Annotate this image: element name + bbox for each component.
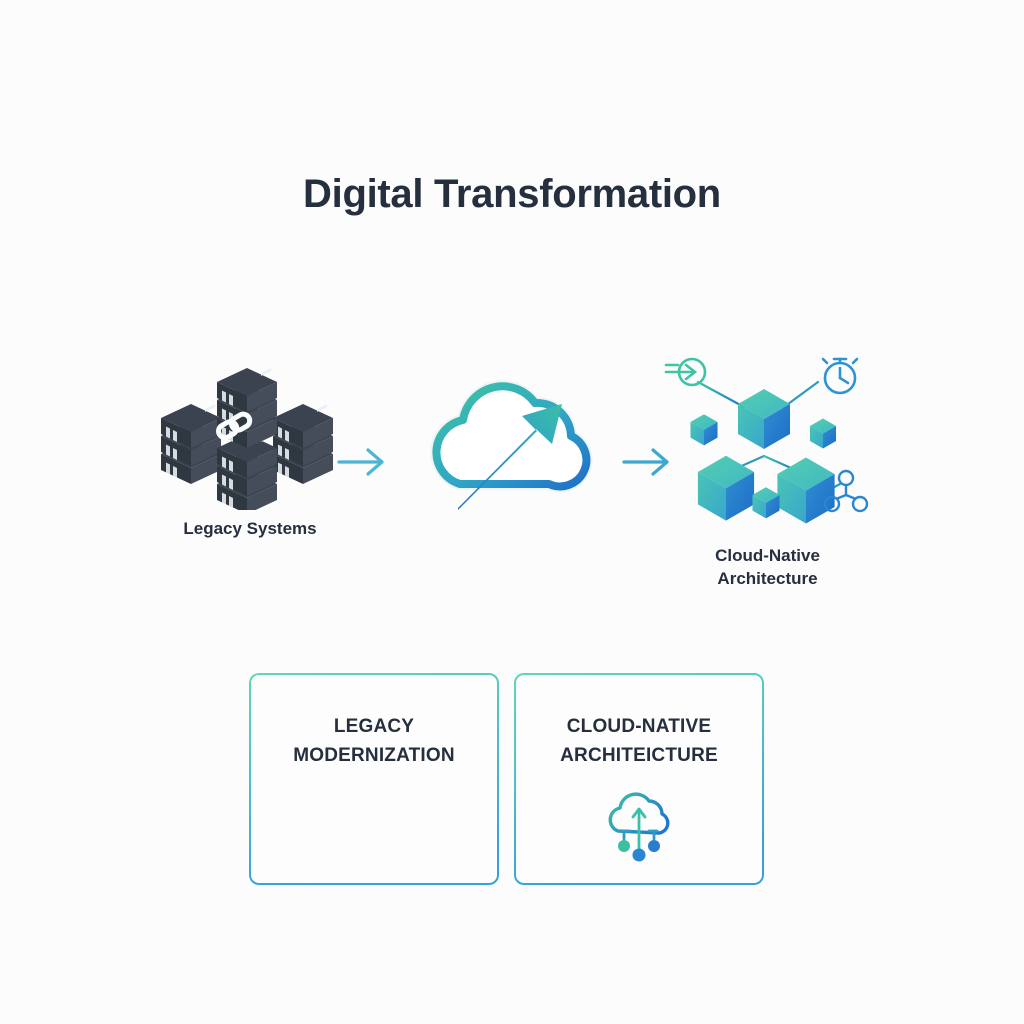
cube-small-left [689, 414, 718, 446]
capability-cards: LEGACY MODERNIZATION CLOUD-NATIVE ARCHIT… [0, 673, 1024, 888]
cube-right [776, 457, 835, 524]
card-title: CLOUD-NATIVE ARCHITEICTURE [514, 673, 764, 770]
stopwatch-icon [821, 357, 858, 395]
card-title-line-1: LEGACY [333, 716, 415, 737]
isometric-cubes-network-icon [664, 357, 868, 524]
arrow-right-icon [337, 448, 384, 476]
card-cloud-native-architecture[interactable]: CLOUD-NATIVE ARCHITEICTURE [514, 673, 764, 885]
chain-link-icon [216, 411, 253, 441]
card-title-line-2: MODERNIZATION [293, 744, 455, 766]
cube-bottom [751, 487, 780, 519]
cloud-outline [608, 792, 670, 835]
server-stack-chain-icon [161, 368, 333, 510]
arrow-into-circle-icon [664, 357, 706, 387]
arrow-right-icon [622, 448, 669, 476]
cloud-arrow-up-icon [429, 380, 592, 510]
page-title: Digital Transformation [303, 172, 721, 216]
card-legacy-modernization[interactable]: LEGACY MODERNIZATION [249, 673, 499, 885]
flow-stage-legacy-systems: Legacy Systems [130, 360, 370, 541]
network-nodes-icon [823, 469, 868, 513]
cube-small-right [809, 418, 836, 449]
card-title: LEGACY MODERNIZATION [249, 673, 499, 770]
dot-left [618, 840, 630, 852]
flow-stage-label: Legacy Systems [183, 519, 317, 538]
flow-stage-cloud-migration [398, 362, 630, 532]
diagonal-arrow [457, 404, 562, 510]
cube-top [737, 389, 790, 449]
dot-center [632, 848, 646, 862]
flow-stage-cloud-native: Cloud-Native Architecture [645, 352, 890, 591]
transformation-flow: Legacy Systems [0, 350, 1024, 600]
flow-stage-label-line-2: Architecture [717, 568, 818, 588]
dashed-base [619, 829, 659, 841]
card-title-line-2: ARCHITEICTURE [560, 744, 718, 766]
dot-right [648, 840, 660, 852]
flow-stage-label-line-1: Cloud-Native [715, 546, 820, 565]
cloud-upload-dots-icon [608, 792, 670, 862]
card-title-line-1: CLOUD-NATIVE [566, 716, 712, 737]
up-arrow [631, 807, 647, 850]
cube-left [697, 455, 754, 521]
flow-stage-label: Cloud-Native Architecture [645, 545, 890, 591]
